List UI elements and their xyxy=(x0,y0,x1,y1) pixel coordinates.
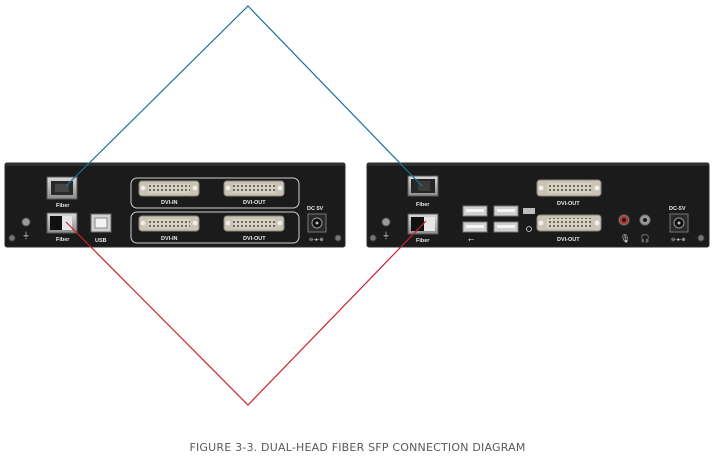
receiver-dvi-out-port-2[interactable] xyxy=(536,214,602,232)
microphone-icon: 🎙 xyxy=(620,234,630,243)
transmitter-usb-port[interactable] xyxy=(90,213,112,233)
transmitter-dvi-out-port-2[interactable] xyxy=(223,215,285,232)
receiver-usb-port-1[interactable] xyxy=(462,205,488,217)
transmitter-dvi-out-label-2: DVI-OUT xyxy=(243,236,266,242)
transmitter-dvi-in-port-1[interactable] xyxy=(138,180,200,197)
transmitter-dvi-group-1 xyxy=(130,177,300,209)
figure-caption: FIGURE 3-3. DUAL-HEAD FIBER SFP CONNECTI… xyxy=(189,441,526,454)
usb-symbol-icon: ⭠ xyxy=(468,235,475,244)
receiver-usb-port-3[interactable] xyxy=(462,221,488,233)
receiver-fiber-port-top[interactable] xyxy=(407,175,439,197)
transmitter-usb-label: USB xyxy=(95,238,107,244)
transmitter-dvi-in-label-2: DVI-IN xyxy=(161,236,178,242)
usb-hs-badge xyxy=(523,208,535,214)
headphone-icon: 🎧 xyxy=(640,233,650,243)
receiver-headphone-jack[interactable] xyxy=(639,214,651,226)
receiver-power-label: DC-5V xyxy=(669,206,686,212)
receiver-fiber-top-label: Fiber xyxy=(416,202,430,208)
receiver-mic-jack[interactable] xyxy=(618,214,630,226)
ground-symbol-icon: ⏚ xyxy=(22,231,30,240)
transmitter-dvi-in-port-2[interactable] xyxy=(138,215,200,232)
receiver-usb-port-4[interactable] xyxy=(493,221,519,233)
fiber-cable-blue xyxy=(65,5,423,187)
screw-icon xyxy=(334,234,342,242)
screw-icon xyxy=(369,234,377,242)
transmitter-dvi-out-port-1[interactable] xyxy=(223,180,285,197)
transmitter-fiber-top-label: Fiber xyxy=(56,203,70,209)
transmitter-unit: Fiber ⏚ Fiber USB DVI-IN xyxy=(4,162,346,248)
fiber-cable-red xyxy=(65,220,427,406)
receiver-usb-port-2[interactable] xyxy=(493,205,519,217)
transmitter-polarity-icon: ⊖-●-⊕ xyxy=(309,237,324,243)
screw-icon xyxy=(8,234,16,242)
power-indicator-icon xyxy=(526,226,532,232)
transmitter-top-edge xyxy=(5,163,345,166)
transmitter-fiber-bottom-label: Fiber xyxy=(56,237,70,243)
receiver-dvi-out-label-2: DVI-OUT xyxy=(557,237,580,243)
receiver-dvi-out-port-1[interactable] xyxy=(536,179,602,197)
transmitter-dvi-group-2 xyxy=(130,211,300,244)
transmitter-dvi-out-label-1: DVI-OUT xyxy=(243,200,266,206)
receiver-dvi-out-label-1: DVI-OUT xyxy=(557,201,580,207)
receiver-polarity-icon: ⊖-●-⊕ xyxy=(671,237,686,243)
transmitter-dvi-in-label-1: DVI-IN xyxy=(161,200,178,206)
ground-screw-icon[interactable] xyxy=(21,217,31,227)
receiver-power-jack[interactable] xyxy=(669,213,689,233)
ground-symbol-icon: ⏚ xyxy=(382,231,390,240)
screw-icon xyxy=(697,234,705,242)
receiver-top-edge xyxy=(367,163,709,166)
receiver-fiber-bottom-label: Fiber xyxy=(416,238,430,244)
transmitter-fiber-port-bottom[interactable] xyxy=(46,212,78,234)
transmitter-power-label: DC 5V xyxy=(307,206,324,212)
ground-screw-icon[interactable] xyxy=(381,217,391,227)
receiver-unit: Fiber ⏚ Fiber ⭠ xyxy=(366,162,710,248)
transmitter-power-jack[interactable] xyxy=(307,213,327,233)
